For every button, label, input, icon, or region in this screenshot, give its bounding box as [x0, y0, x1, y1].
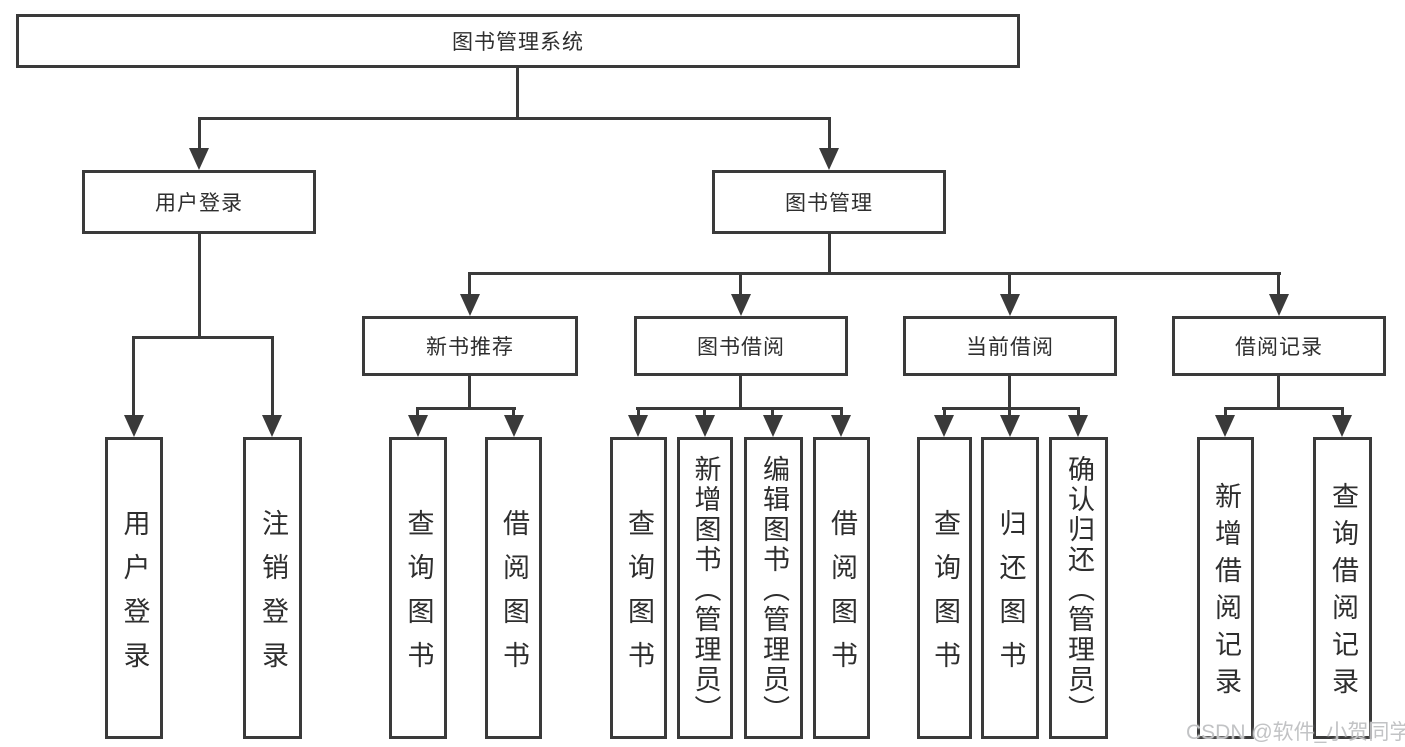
leaf-add-books-admin: 新增图书（管理员） [677, 437, 733, 739]
connector-line [512, 407, 515, 422]
connector-line [1008, 272, 1011, 298]
node-label: 查询图书 [624, 508, 654, 685]
connector-line [198, 234, 201, 339]
leaf-confirm-return-admin: 确认归还（管理员） [1049, 437, 1108, 739]
connector-line [942, 407, 1080, 410]
connector-line [1008, 407, 1011, 422]
connector-line [828, 117, 831, 151]
arrowhead-icon [731, 294, 751, 316]
connector-line [828, 234, 831, 274]
connector-line [1008, 376, 1011, 410]
connector-line [840, 407, 843, 422]
connector-line [271, 336, 274, 421]
arrowhead-icon [504, 415, 524, 437]
leaf-query-books: 查询图书 [389, 437, 447, 739]
arrowhead-icon [819, 148, 839, 170]
connector-line [516, 68, 519, 118]
arrowhead-icon [408, 415, 428, 437]
arrowhead-icon [124, 415, 144, 437]
node-borrowing-records: 借阅记录 [1172, 316, 1386, 376]
connector-line [637, 407, 640, 422]
connector-line [416, 407, 516, 410]
leaf-edit-books-admin: 编辑图书（管理员） [744, 437, 803, 739]
node-book-management: 图书管理 [712, 170, 946, 234]
connector-line [1077, 407, 1080, 422]
connector-line [132, 336, 135, 421]
node-new-book-recommend: 新书推荐 [362, 316, 578, 376]
connector-line [739, 376, 742, 410]
node-label: 查询图书 [930, 508, 960, 685]
arrowhead-icon [1000, 294, 1020, 316]
connector-line [468, 272, 471, 298]
arrowhead-icon [262, 415, 282, 437]
node-label: 借阅记录 [1235, 336, 1323, 359]
connector-line [1224, 407, 1344, 410]
connector-line [198, 117, 201, 151]
node-label: 图书管理 [785, 192, 873, 215]
node-label: 图书管理系统 [452, 31, 584, 54]
node-label: 注销登录 [258, 508, 288, 685]
node-label: 借阅图书 [499, 508, 529, 685]
connector-line [1277, 272, 1280, 298]
node-label: 当前借阅 [966, 336, 1054, 359]
node-label: 图书借阅 [697, 336, 785, 359]
node-current-borrowing: 当前借阅 [903, 316, 1117, 376]
node-label: 确认归还（管理员） [1064, 454, 1094, 725]
connector-line [1224, 407, 1227, 422]
arrowhead-icon [1269, 294, 1289, 316]
node-label: 用户登录 [119, 508, 150, 685]
arrowhead-icon [628, 415, 648, 437]
arrowhead-icon [1068, 415, 1088, 437]
arrowhead-icon [189, 148, 209, 170]
leaf-query-borrow-record: 查询借阅记录 [1313, 437, 1372, 739]
connector-line [416, 407, 419, 422]
arrowhead-icon [831, 415, 851, 437]
leaf-query-books: 查询图书 [610, 437, 667, 739]
node-root-system: 图书管理系统 [16, 14, 1020, 68]
arrowhead-icon [695, 415, 715, 437]
node-label: 编辑图书（管理员） [759, 454, 789, 725]
node-label: 新增图书（管理员） [690, 454, 721, 725]
node-label: 查询图书 [403, 508, 434, 685]
csdn-watermark: CSDN @软件_小贺同学 [1186, 721, 1405, 744]
arrowhead-icon [1215, 415, 1235, 437]
node-label: 用户登录 [155, 192, 243, 215]
arrowhead-icon [1000, 415, 1020, 437]
leaf-user-login: 用户登录 [105, 437, 163, 739]
arrowhead-icon [763, 415, 783, 437]
leaf-return-books: 归还图书 [981, 437, 1039, 739]
connector-line [468, 376, 471, 410]
leaf-query-books: 查询图书 [917, 437, 972, 739]
connector-line [636, 407, 843, 410]
leaf-borrow-books: 借阅图书 [485, 437, 542, 739]
arrowhead-icon [460, 294, 480, 316]
node-label: 借阅图书 [827, 508, 857, 685]
connector-line [739, 272, 742, 298]
node-label: 新书推荐 [426, 336, 514, 359]
connector-line [132, 336, 274, 339]
connector-line [771, 407, 774, 422]
leaf-borrow-books: 借阅图书 [813, 437, 870, 739]
node-user-login: 用户登录 [82, 170, 316, 234]
arrowhead-icon [934, 415, 954, 437]
node-label: 归还图书 [995, 508, 1026, 685]
node-book-borrowing: 图书借阅 [634, 316, 848, 376]
connector-line [703, 407, 706, 422]
connector-line [468, 272, 1281, 275]
node-label: 查询借阅记录 [1328, 482, 1358, 704]
arrowhead-icon [1332, 415, 1352, 437]
connector-line [198, 117, 831, 120]
leaf-add-borrow-record: 新增借阅记录 [1197, 437, 1254, 739]
connector-line [1277, 376, 1280, 410]
node-label: 新增借阅记录 [1211, 482, 1241, 704]
leaf-logout: 注销登录 [243, 437, 302, 739]
connector-line [943, 407, 946, 422]
connector-line [1341, 407, 1344, 422]
